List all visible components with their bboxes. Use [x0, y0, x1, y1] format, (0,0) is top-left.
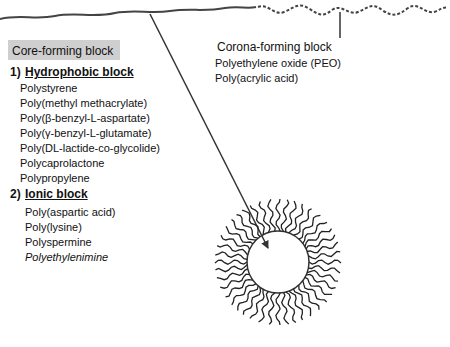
corona-chain-strand — [305, 277, 332, 294]
polymer-name: Poly(γ-benzyl-L-glutamate) — [20, 127, 151, 140]
corona-chain-strand — [238, 286, 258, 311]
heading-box: Core-forming block — [8, 40, 120, 60]
corona-chain-strand — [308, 266, 340, 274]
category-label: Hydrophobic block — [25, 66, 134, 80]
corona-chain-strand — [282, 293, 289, 325]
polymer-name: Poly(methyl methacrylate) — [20, 97, 147, 110]
corona-chain-strand — [303, 281, 327, 302]
corona-chain-strand — [268, 199, 275, 231]
polymer-name: Polypropylene — [20, 172, 90, 185]
polymer-name: Poly(lysine) — [25, 221, 82, 234]
micelle-core — [247, 231, 309, 293]
corona-chain-strand — [309, 260, 341, 264]
heading-label: Corona-forming block — [217, 41, 332, 55]
corona-chain-strand — [250, 206, 264, 235]
polymer-name: Poly(acrylic acid) — [215, 72, 298, 85]
corona-chain-strand — [306, 235, 335, 249]
polymer-name: Poly(aspartic acid) — [25, 206, 115, 219]
list-number: 1) — [10, 66, 21, 80]
polymer-name: Polyethylenimine — [25, 251, 108, 264]
polymer-name: Polycaprolactone — [20, 157, 104, 170]
corona-chain-strand — [286, 201, 296, 232]
corona-chain-strand — [307, 242, 338, 253]
corona-chain-strand — [215, 252, 247, 259]
corona-chain-strand — [237, 215, 259, 239]
polymer-name: Poly(β-benzyl-L-aspartate) — [20, 112, 150, 125]
corona-chain-strand — [232, 284, 256, 305]
corona-chain-strand — [289, 291, 303, 320]
corona-chain-strand — [220, 274, 250, 288]
heading-text: Core-forming block — [12, 44, 113, 58]
polymer-name: Polystyrene — [20, 82, 77, 95]
corona-chain-strand — [215, 260, 247, 264]
corona-chain — [258, 5, 448, 14]
corona-chain-strand — [289, 204, 303, 233]
corona-chain-strand — [217, 245, 248, 255]
leader-line — [339, 12, 341, 38]
corona-chain-strand — [305, 229, 332, 247]
polymer-name: Polyspermine — [25, 236, 92, 249]
corona-chain-strand — [308, 251, 340, 259]
list-number: 2) — [10, 188, 21, 202]
corona-chain-strand — [306, 274, 336, 288]
category-label: Ionic block — [25, 188, 88, 202]
polymer-name: Poly(DL-lactide-co-glycolide) — [20, 142, 160, 155]
corona-chain-strand — [276, 293, 280, 325]
core-chain — [0, 7, 256, 19]
corona-chain-strand — [216, 265, 248, 272]
corona-chain-strand — [269, 293, 275, 325]
polymer-name: Polyethylene oxide (PEO) — [215, 57, 341, 70]
corona-chain-strand — [286, 292, 296, 322]
corona-chain-strand — [276, 199, 280, 231]
micelle-corona — [215, 199, 341, 325]
